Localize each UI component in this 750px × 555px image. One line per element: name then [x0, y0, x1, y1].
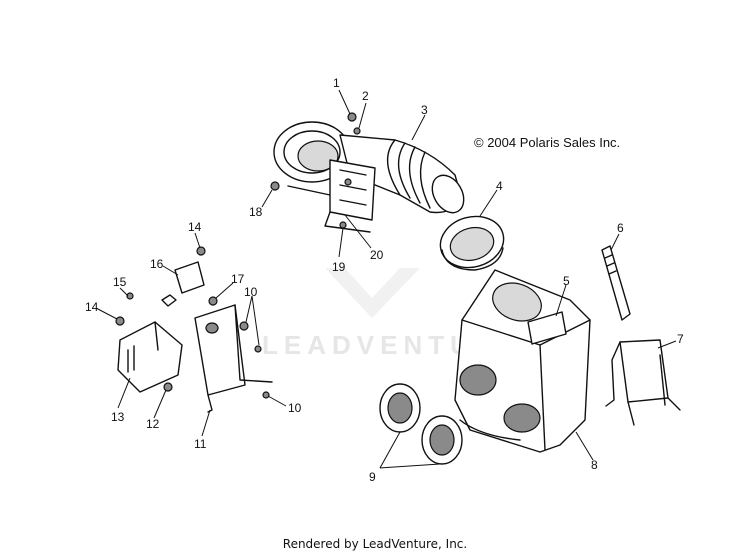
ecu-bracket	[194, 304, 273, 413]
strap	[601, 245, 631, 321]
callout-7: 7	[677, 332, 684, 346]
callout-17: 17	[231, 272, 245, 286]
ecu-module	[117, 321, 183, 393]
callout-20: 20	[370, 248, 384, 262]
intake-duct	[273, 121, 465, 233]
mount-bracket	[605, 339, 681, 426]
grommets	[379, 383, 463, 465]
callout-18: 18	[249, 205, 263, 219]
callout-5: 5	[563, 274, 570, 288]
callout-12: 12	[146, 417, 160, 431]
callout-15: 15	[113, 275, 127, 289]
callout-3: 3	[421, 103, 428, 117]
callout-10-upper: 10	[244, 285, 258, 299]
airbox-housing	[454, 269, 591, 453]
callout-6: 6	[617, 221, 624, 235]
callout-13: 13	[111, 410, 125, 424]
callout-19: 19	[332, 260, 346, 274]
leader-lines	[95, 89, 677, 469]
adapter-ring	[439, 215, 505, 271]
callout-14-top: 14	[188, 220, 202, 234]
render-credit: Rendered by LeadVenture, Inc.	[282, 537, 468, 551]
relay	[161, 261, 205, 307]
callout-1: 1	[333, 76, 340, 90]
copyright-notice: © 2004 Polaris Sales Inc.	[474, 135, 621, 150]
callout-10-lower: 10	[288, 401, 302, 415]
callout-16: 16	[150, 257, 164, 271]
callout-11: 11	[194, 437, 207, 451]
watermark-logo	[325, 268, 420, 318]
callout-8: 8	[591, 458, 598, 472]
callout-4: 4	[496, 179, 503, 193]
callout-14-left: 14	[85, 300, 99, 314]
callout-9: 9	[369, 470, 376, 484]
callout-2: 2	[362, 89, 369, 103]
